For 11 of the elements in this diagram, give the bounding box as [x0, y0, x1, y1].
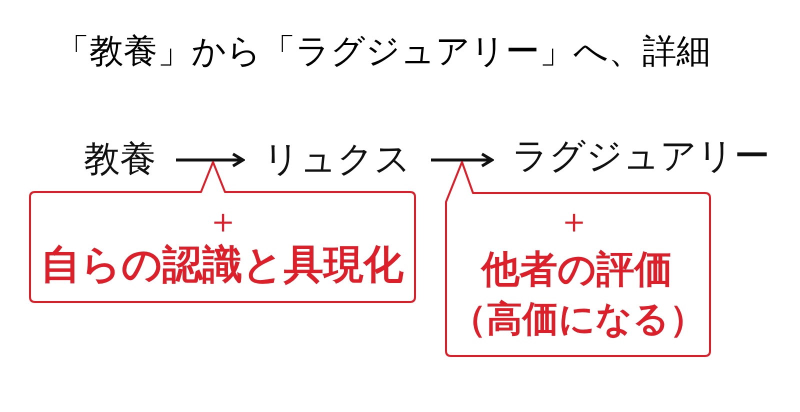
title: 「教養」から「ラグジュアリー」へ、詳細: [56, 32, 710, 72]
plus-sign: ＋: [557, 203, 591, 241]
callout-text: 他者の評価: [482, 249, 672, 291]
term-label: リュクス: [263, 140, 411, 180]
callout-text: （高価になる）: [450, 300, 706, 340]
arrow: [176, 152, 244, 168]
term-label: 教養: [84, 140, 156, 180]
callout-text: 自らの認識と具現化: [40, 243, 404, 287]
arrow: [431, 152, 494, 168]
plus-sign: ＋: [206, 203, 240, 241]
term-label: ラグジュアリー: [512, 137, 770, 177]
